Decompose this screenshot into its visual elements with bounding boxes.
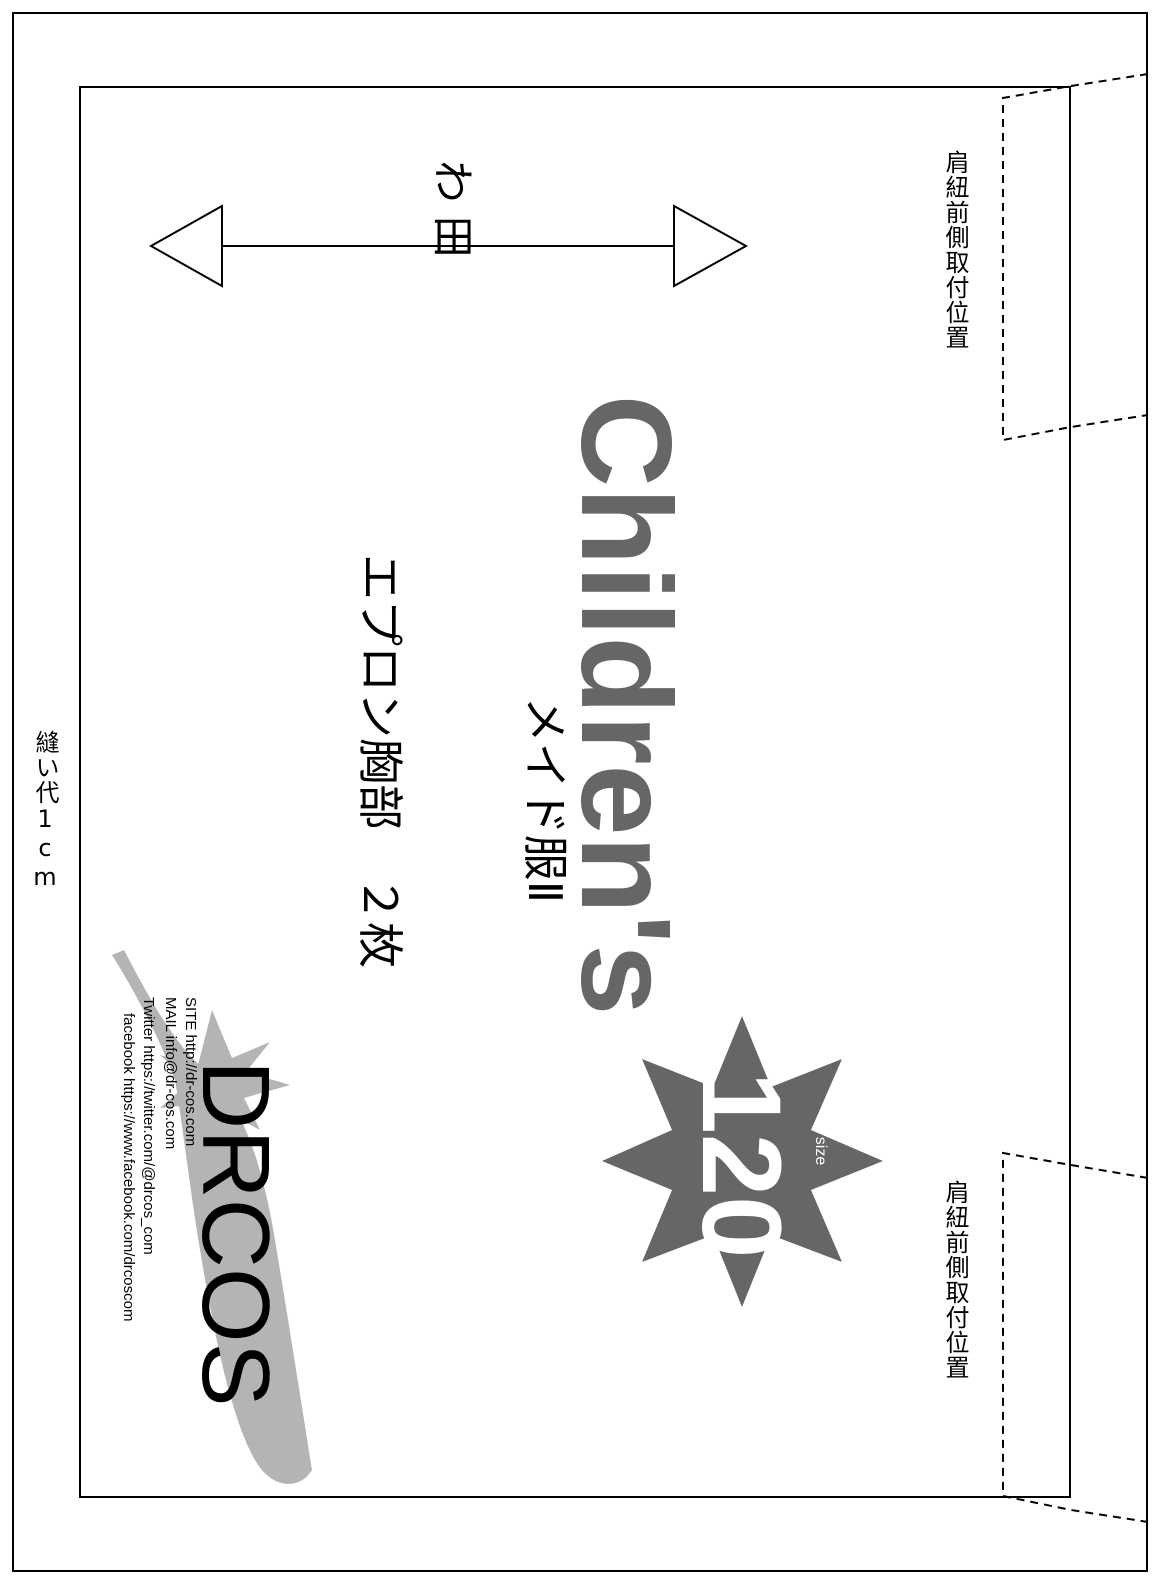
grain-arrow [148, 204, 749, 288]
strap-attachment-bottom-outline [1002, 1151, 1149, 1523]
size-label: size [812, 1136, 829, 1166]
piece-detail: エプロン胸部 ２枚 [353, 554, 407, 968]
logo-shape [112, 950, 312, 1484]
brand-logo: DRCOS [182, 1060, 289, 1407]
seam-allowance-label: 縫い代1cm [31, 730, 59, 892]
strap-attachment-top-outline [1002, 73, 1149, 442]
strap-attachment-label-bottom: 肩紐前側取付位置 [941, 1180, 969, 1380]
strap-attachment-label-top: 肩紐前側取付位置 [941, 150, 969, 350]
contact-site: SITE http://dr-cos.com [182, 997, 199, 1147]
piece-name: メイド服Ⅱ [518, 696, 572, 904]
contact-mail: MAIL info@dr-cos.com [162, 997, 179, 1150]
size-value: 120 [679, 1071, 804, 1259]
fold-label: わ 田 [428, 160, 477, 258]
series-title: Children's [554, 394, 697, 1016]
contact-twitter: Twitter https://twitter.com/@drcos_com [140, 997, 157, 1255]
pattern-piece-outline [79, 86, 1071, 1498]
size-starburst [602, 1016, 883, 1307]
outer-cut-line [12, 12, 1148, 1572]
contact-facebook: facebook https://www.facebook.com/drcosc… [120, 1013, 137, 1322]
